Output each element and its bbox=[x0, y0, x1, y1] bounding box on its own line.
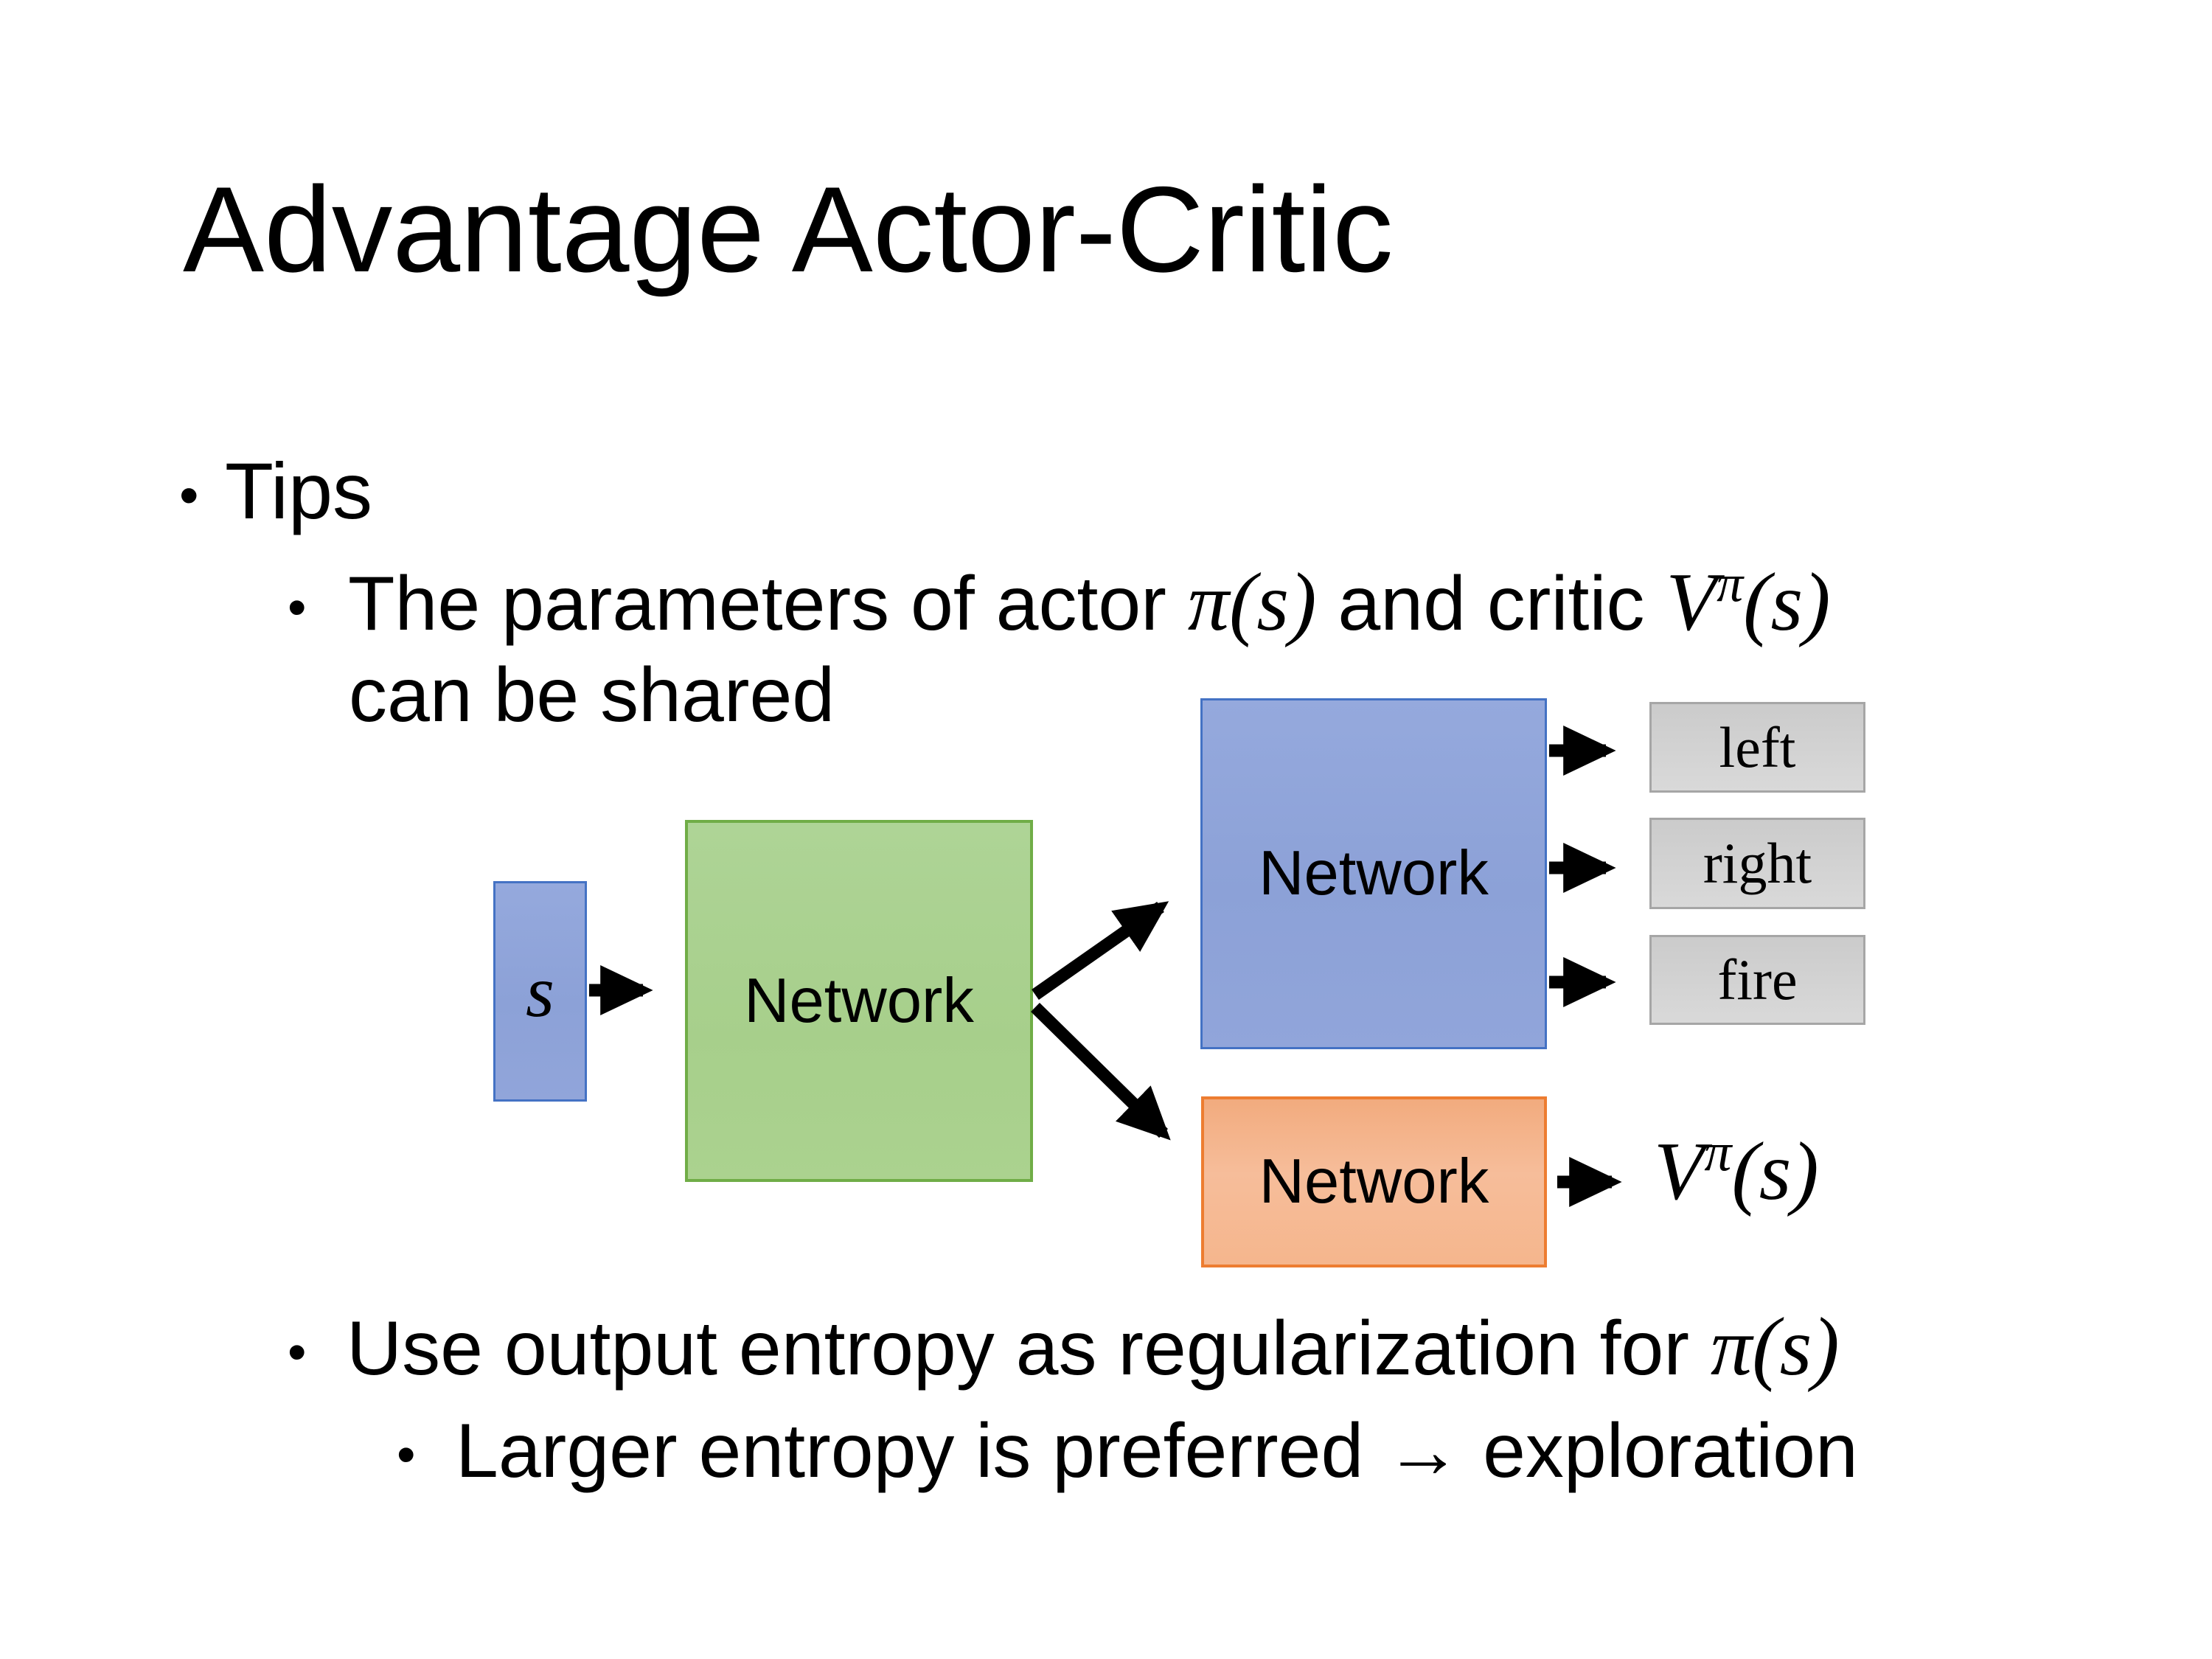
action-label-right: right bbox=[1703, 831, 1812, 895]
action-label-left: left bbox=[1719, 714, 1796, 779]
critic-v: V bbox=[1666, 557, 1717, 648]
actor-network-label: Network bbox=[1259, 838, 1489, 908]
bullet-entropy-regularization: • Use output entropy as regularization fo… bbox=[288, 1306, 1840, 1388]
action-label-fire: fire bbox=[1717, 947, 1798, 1012]
slide-title: Advantage Actor-Critic bbox=[183, 161, 1394, 297]
value-v: V bbox=[1654, 1126, 1705, 1217]
larger-entropy-label: Larger entropy is preferred → exploratio… bbox=[456, 1408, 1858, 1494]
entropy-pi-s-math: π(s) bbox=[1710, 1301, 1840, 1393]
shared-network-box: Network bbox=[685, 820, 1033, 1182]
value-sup: π bbox=[1704, 1121, 1732, 1183]
bullet-larger-entropy: •Larger entropy is preferred → explorati… bbox=[397, 1413, 1858, 1489]
entropy-text-pre: Use output entropy as regularization for bbox=[347, 1306, 1711, 1391]
bullet-dot: • bbox=[179, 464, 199, 526]
bullet-dot: • bbox=[288, 1322, 307, 1382]
critic-v-math: Vπ(s) bbox=[1666, 557, 1830, 648]
state-box: s bbox=[493, 881, 587, 1102]
actor-network-box: Network bbox=[1200, 698, 1547, 1049]
arrow-shared-to-critic bbox=[1031, 1002, 1171, 1141]
critic-network-label: Network bbox=[1259, 1147, 1489, 1217]
action-box-fire: fire bbox=[1649, 935, 1865, 1025]
bullet-parameters-shared: • The parameters of actor π(s) and critic… bbox=[288, 557, 1831, 647]
bullet-dot: • bbox=[288, 577, 307, 638]
critic-v-sup: π bbox=[1717, 554, 1744, 613]
critic-v-tail: (s) bbox=[1743, 557, 1831, 648]
critic-value-output: Vπ(s) bbox=[1654, 1125, 1819, 1213]
parameters-text-pre: The parameters of actor bbox=[348, 561, 1188, 647]
shared-network-label: Network bbox=[744, 965, 974, 1036]
critic-network-box: Network bbox=[1201, 1096, 1547, 1267]
arrow-shared-to-actor bbox=[1032, 901, 1169, 1000]
value-tail: (s) bbox=[1731, 1126, 1819, 1217]
bullet-parameters-shared-line2: can be shared bbox=[349, 653, 835, 738]
bullet-tips-label: Tips bbox=[225, 446, 373, 535]
action-box-left: left bbox=[1649, 702, 1865, 793]
state-label: s bbox=[526, 950, 554, 1032]
action-box-right: right bbox=[1649, 818, 1865, 909]
actor-pi-s-math: π(s) bbox=[1187, 557, 1317, 648]
bullet-dot: • bbox=[397, 1425, 416, 1485]
parameters-text-mid: and critic bbox=[1316, 561, 1666, 647]
bullet-tips: •Tips bbox=[179, 451, 372, 531]
